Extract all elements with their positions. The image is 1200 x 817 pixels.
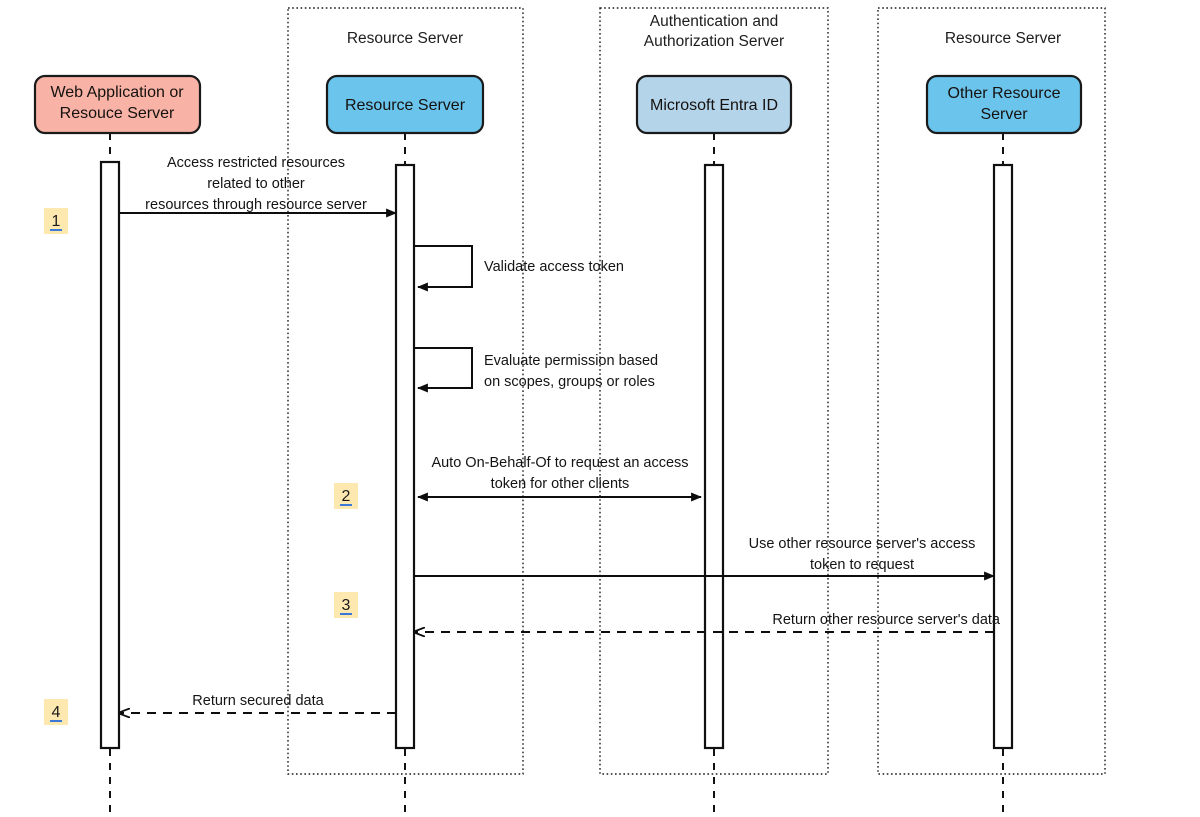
group-auth-server-title-line-1: Authentication and bbox=[650, 13, 778, 30]
message-label-return-secured-data: Return secured data bbox=[192, 693, 324, 709]
activation-bars bbox=[99, 160, 1014, 750]
message-label-evaluate-permission-line-2: on scopes, groups or roles bbox=[484, 374, 655, 390]
participant-resource-server[interactable]: Resource Server bbox=[325, 74, 485, 135]
message-label-evaluate-permission-line-1: Evaluate permission based bbox=[484, 353, 658, 369]
message-label-access-restricted-resources-line-3: resources through resource server bbox=[145, 197, 367, 213]
message-selfloop-evaluate-permission[interactable] bbox=[414, 347, 473, 393]
step-badge-1[interactable]: 1 bbox=[44, 208, 68, 234]
lifelines bbox=[109, 133, 1004, 817]
message-label-validate-access-token: Validate access token bbox=[484, 259, 624, 275]
step-badge-2-number: 2 bbox=[342, 488, 351, 505]
group-other-resource-server-title: Resource Server bbox=[945, 30, 1061, 47]
message-evaluate-permission[interactable]: Evaluate permission based on scopes, gro… bbox=[414, 347, 658, 393]
message-label-access-restricted-resources-line-1: Access restricted resources bbox=[167, 155, 345, 171]
activation-bar-web-application bbox=[99, 160, 121, 750]
message-label-use-other-access-token-line-1: Use other resource server's access bbox=[749, 536, 976, 552]
participant-box-resource-server[interactable] bbox=[325, 74, 485, 135]
message-use-other-access-token[interactable]: Use other resource server's access token… bbox=[414, 536, 995, 581]
step-badge-2[interactable]: 2 bbox=[334, 483, 358, 509]
message-label-return-other-resource-data: Return other resource server's data bbox=[772, 612, 1001, 628]
group-resource-server: Resource Server bbox=[287, 7, 524, 775]
participant-label-web-application-line-1: Web Application or bbox=[50, 84, 184, 101]
participant-box-web-application[interactable] bbox=[33, 74, 202, 135]
participant-box-microsoft-entra-id[interactable] bbox=[635, 74, 793, 135]
group-other-resource-server: Resource Server bbox=[877, 7, 1106, 775]
message-label-use-other-access-token-line-2: token to request bbox=[810, 557, 914, 573]
participant-label-web-application-line-2: Resouce Server bbox=[60, 105, 175, 122]
group-auth-server: Authentication and Authorization Server bbox=[599, 7, 829, 775]
message-label-auto-on-behalf-of-line-1: Auto On-Behalf-Of to request an access bbox=[431, 455, 688, 471]
group-frames: Resource Server Authentication and Autho… bbox=[287, 7, 1106, 775]
message-access-restricted-resources[interactable]: Access restricted resources related to o… bbox=[119, 155, 397, 218]
participant-web-application[interactable]: Web Application or Resouce Server bbox=[33, 74, 202, 135]
message-label-auto-on-behalf-of-line-2: token for other clients bbox=[491, 476, 630, 492]
step-badge-3-number: 3 bbox=[342, 597, 351, 614]
participant-label-microsoft-entra-id: Microsoft Entra ID bbox=[650, 97, 778, 114]
message-auto-on-behalf-of[interactable]: Auto On-Behalf-Of to request an access t… bbox=[417, 455, 702, 502]
participant-other-resource-server[interactable]: Other Resource Server bbox=[925, 74, 1083, 135]
message-label-access-restricted-resources-line-2: related to other bbox=[207, 176, 305, 192]
message-return-other-resource-data[interactable]: Return other resource server's data bbox=[414, 612, 1001, 632]
group-auth-server-title-line-2: Authorization Server bbox=[644, 33, 784, 50]
step-badge-4-number: 4 bbox=[52, 704, 61, 721]
message-selfloop-validate-access-token[interactable] bbox=[414, 245, 473, 292]
participant-label-other-resource-server-line-2: Server bbox=[980, 106, 1028, 123]
step-badge-3[interactable]: 3 bbox=[334, 592, 358, 618]
step-badge-4[interactable]: 4 bbox=[44, 699, 68, 725]
group-resource-server-title: Resource Server bbox=[347, 30, 463, 47]
step-badge-1-number: 1 bbox=[52, 213, 61, 230]
message-return-secured-data[interactable]: Return secured data bbox=[119, 693, 396, 713]
activation-bar-other-resource-server bbox=[992, 163, 1014, 750]
activation-bar-microsoft-entra-id bbox=[703, 163, 725, 750]
activation-bar-resource-server bbox=[394, 163, 416, 750]
message-validate-access-token[interactable]: Validate access token bbox=[414, 245, 624, 292]
participant-box-other-resource-server[interactable] bbox=[925, 74, 1083, 135]
participant-label-other-resource-server-line-1: Other Resource bbox=[948, 85, 1061, 102]
participant-microsoft-entra-id[interactable]: Microsoft Entra ID bbox=[635, 74, 793, 135]
participant-label-resource-server: Resource Server bbox=[345, 97, 466, 114]
